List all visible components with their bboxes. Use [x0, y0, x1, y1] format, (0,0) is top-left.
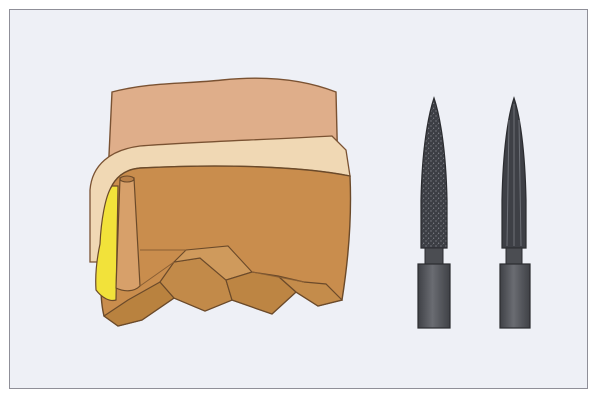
diamond-bur-shank: [418, 264, 450, 328]
diamond-bur-head: [421, 98, 447, 248]
tooth-illustration: [90, 78, 351, 326]
fluted-bur-neck: [506, 248, 522, 264]
fluted-bur: [500, 98, 530, 328]
diamond-bur: [418, 98, 450, 328]
fluted-bur-shank: [500, 264, 530, 328]
tooth-canal-opening: [120, 176, 134, 182]
diamond-bur-neck: [425, 248, 443, 264]
